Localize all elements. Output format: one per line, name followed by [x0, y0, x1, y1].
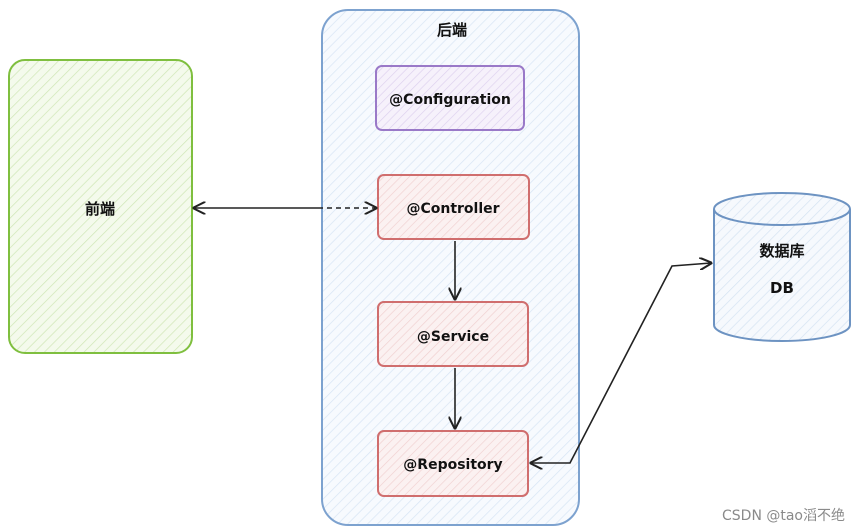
database-node: 数据库 DB — [713, 192, 851, 342]
controller-node: @Controller — [377, 174, 530, 240]
service-label: @Service — [417, 329, 489, 345]
database-label: 数据库 — [759, 242, 804, 260]
frontend-label: 前端 — [85, 200, 115, 218]
frontend-node: 前端 — [8, 59, 193, 354]
configuration-node: @Configuration — [375, 65, 525, 131]
service-node: @Service — [377, 301, 529, 367]
arrow-repository-database — [531, 263, 711, 463]
repository-label: @Repository — [403, 457, 502, 473]
database-sublabel: DB — [770, 279, 794, 297]
repository-node: @Repository — [377, 430, 529, 497]
backend-label: 后端 — [437, 21, 467, 39]
configuration-label: @Configuration — [389, 92, 511, 108]
controller-label: @Controller — [406, 201, 499, 217]
connectors — [194, 208, 711, 463]
watermark-text: CSDN @tao滔不绝 — [722, 508, 845, 524]
